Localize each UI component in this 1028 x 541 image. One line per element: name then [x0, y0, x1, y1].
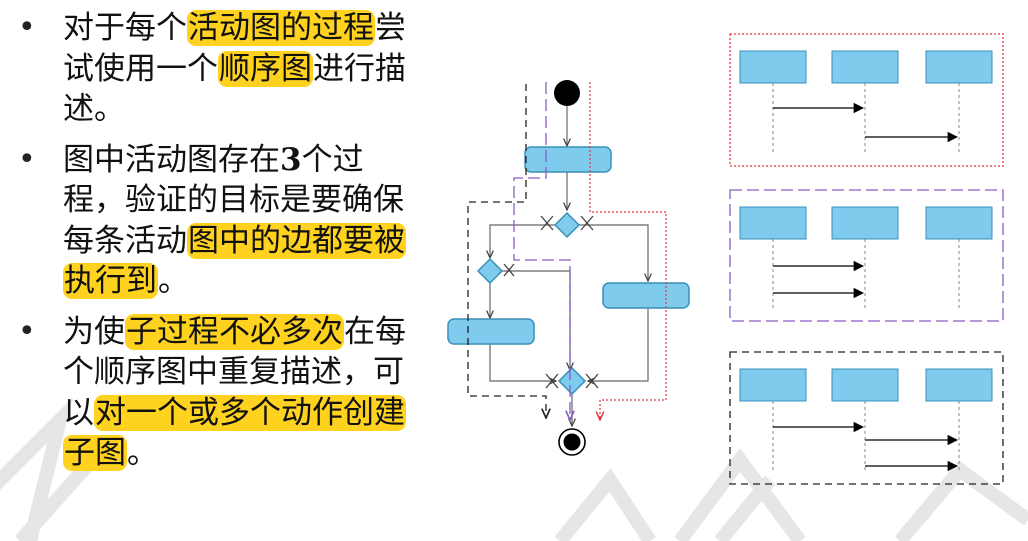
lifeline-head — [925, 50, 993, 84]
path-black — [467, 84, 546, 418]
lifeline-head — [925, 368, 993, 402]
sequence-diagram-3 — [729, 351, 1004, 485]
sequence-diagram-2 — [729, 189, 1004, 322]
initial-node — [554, 80, 580, 106]
bullet-item: • 为使子过程不必多次在每个顺序图中重复描述，可以对一个或多个动作创建子图。 — [18, 312, 418, 474]
text-segment: 尝试使用一个 — [63, 10, 406, 87]
lifeline-head — [831, 368, 899, 402]
text-segment: 图中活动图存在 — [63, 141, 280, 178]
text-segment: 3 — [280, 141, 302, 178]
text-segment: 在每个顺序图中重复描述，可以 — [63, 313, 406, 431]
highlighted-text: 活动图的过程 — [187, 10, 375, 46]
activity-diagram — [447, 80, 690, 456]
bullet-item: • 图中活动图存在3个过程，验证的目标是要确保每条活动图中的边都要被执行到。 — [18, 140, 418, 302]
text-segment: 进行描述。 — [63, 50, 406, 128]
bullet-text: 对于每个活动图的过程尝试使用一个顺序图进行描述。 — [63, 8, 418, 130]
action-node — [524, 146, 612, 173]
bullet-text: 图中活动图存在3个过程，验证的目标是要确保每条活动图中的边都要被执行到。 — [63, 140, 418, 302]
highlighted-text: 对一个或多个动作创建子图 — [63, 394, 406, 471]
text-segment: 为使 — [63, 313, 125, 350]
text-segment: 对于每个 — [63, 10, 187, 46]
text-segment: 。 — [127, 435, 158, 471]
bullet-dot-icon: • — [18, 10, 36, 45]
lifeline-head — [739, 50, 807, 84]
highlighted-text: 顺序图 — [218, 50, 313, 87]
highlighted-text: 子过程不必多次 — [125, 313, 344, 350]
lifeline-head — [925, 206, 993, 240]
final-node — [558, 428, 586, 456]
merge-node — [557, 366, 587, 396]
bullet-dot-icon: • — [18, 313, 36, 349]
lifeline-head — [831, 206, 899, 240]
path-red — [589, 82, 667, 420]
text-segment: 个过程，验证的目标是要确保每条活动 — [63, 141, 404, 259]
bullet-text: 为使子过程不必多次在每个顺序图中重复描述，可以对一个或多个动作创建子图。 — [63, 312, 418, 474]
lifeline-head — [739, 368, 807, 402]
action-node — [602, 282, 690, 309]
sequence-diagram-1 — [729, 33, 1004, 167]
lifeline-head — [739, 206, 807, 240]
path-purple — [513, 82, 570, 420]
decision-node — [553, 211, 581, 239]
bullet-dot-icon: • — [18, 141, 36, 177]
lifeline-head — [831, 50, 899, 84]
action-node — [447, 318, 535, 345]
decision-node — [476, 257, 504, 285]
bullet-list: • 对于每个活动图的过程尝试使用一个顺序图进行描述。 • 图中活动图存在3个过程，验证… — [18, 8, 418, 484]
text-segment: 。 — [158, 263, 189, 299]
bullet-item: • 对于每个活动图的过程尝试使用一个顺序图进行描述。 — [18, 8, 418, 130]
